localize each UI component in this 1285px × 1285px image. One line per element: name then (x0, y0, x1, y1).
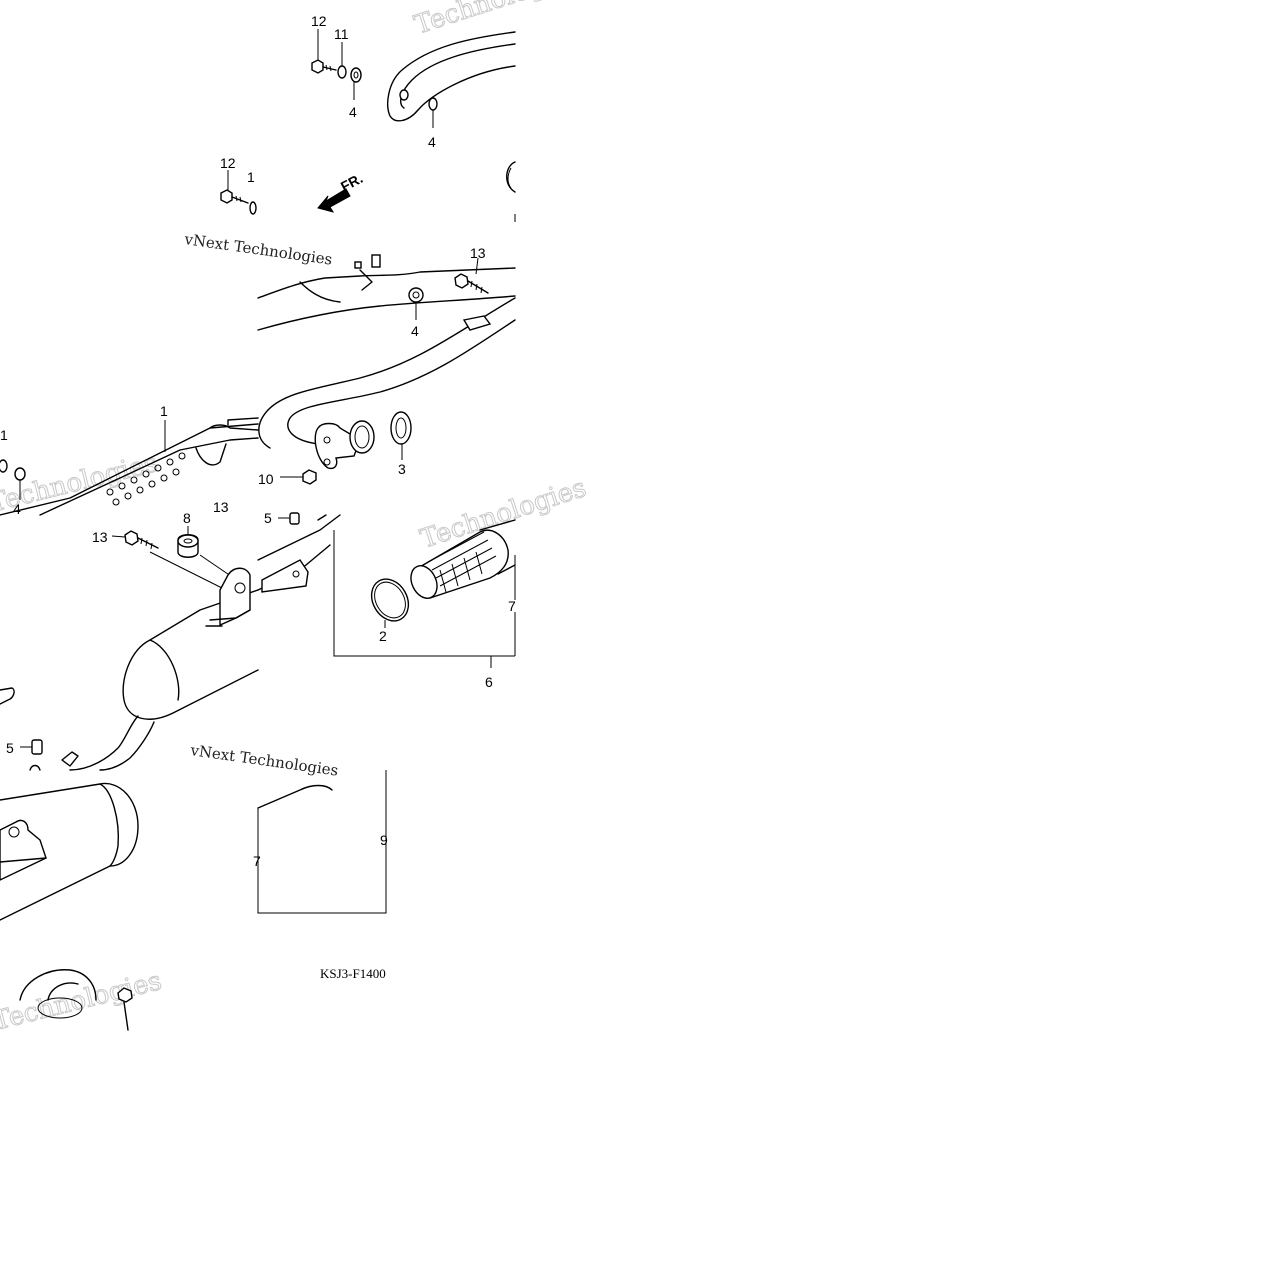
callout-6: 6 (485, 674, 493, 690)
callout-13: 13 (470, 245, 486, 261)
washer-4-icon (408, 287, 424, 303)
bolt-12-icon (311, 59, 337, 74)
bolt-12-icon (220, 189, 249, 204)
gasket-2-icon (370, 578, 410, 622)
spark-arrester-section: 5 2 7 6 (257, 510, 516, 690)
callout-4: 4 (411, 323, 419, 339)
watermark-text: vNext Technologies (188, 741, 339, 780)
washer-11-icon (337, 65, 347, 79)
callout-13: 13 (92, 529, 108, 545)
watermark-text: vNext Technologies (182, 230, 333, 269)
bolt-13-icon (454, 273, 489, 294)
muffler-end-section (0, 782, 139, 1031)
assembly-9-bracket (257, 770, 387, 914)
muffler-stay-section: 13 8 5 (0, 510, 259, 771)
bolt-13-icon (111, 530, 159, 550)
nut-10-icon (280, 469, 317, 485)
watermark-text: Technologies (0, 966, 165, 1037)
callout-5: 5 (6, 740, 14, 756)
assembly-6-bracket (333, 530, 515, 657)
callout-4: 4 (428, 134, 436, 150)
upper-heat-shield-section: 12 11 4 4 FR. 12 1 (220, 13, 516, 222)
muffler-section: 1 1 4 13 (0, 403, 259, 517)
washer-4-icon (350, 67, 362, 83)
assembly-9-section: 7 9 KSJ3-F1400 (253, 770, 388, 981)
callout-7: 7 (253, 853, 261, 869)
callout-1: 1 (160, 403, 168, 419)
callout-1: 1 (0, 427, 8, 443)
exhaust-pipe-section: 4 13 3 10 (257, 245, 516, 487)
callout-12: 12 (311, 13, 327, 29)
callout-5: 5 (264, 510, 272, 526)
callout-7: 7 (508, 598, 516, 614)
callout-12: 12 (220, 155, 236, 171)
callout-2: 2 (379, 628, 387, 644)
callout-1: 1 (247, 169, 255, 185)
clip-5-icon (31, 739, 43, 755)
callout-9: 9 (380, 832, 388, 848)
front-direction-arrow-icon: FR. (317, 170, 365, 213)
bolt-icon (117, 987, 133, 1031)
clip-5-icon (289, 512, 300, 525)
gasket-3-icon (390, 411, 412, 445)
muffler-stay-icon (205, 567, 251, 627)
watermark-text: Technologies (0, 448, 161, 519)
perforation-dots (106, 452, 186, 506)
callout-4: 4 (349, 104, 357, 120)
spark-arrester-screen-icon (410, 519, 516, 599)
exhaust-flange-icon (314, 420, 375, 470)
washer-4-icon (428, 97, 438, 111)
callout-10: 10 (258, 471, 274, 487)
callout-4: 4 (13, 501, 21, 517)
callout-3: 3 (398, 461, 406, 477)
callout-11: 11 (334, 26, 349, 42)
heat-shield-outline (387, 31, 516, 122)
diagram-reference-code: KSJ3-F1400 (320, 966, 386, 981)
callout-8: 8 (183, 510, 191, 526)
callout-13: 13 (213, 499, 229, 515)
rubber-mount-8-icon (177, 534, 199, 558)
